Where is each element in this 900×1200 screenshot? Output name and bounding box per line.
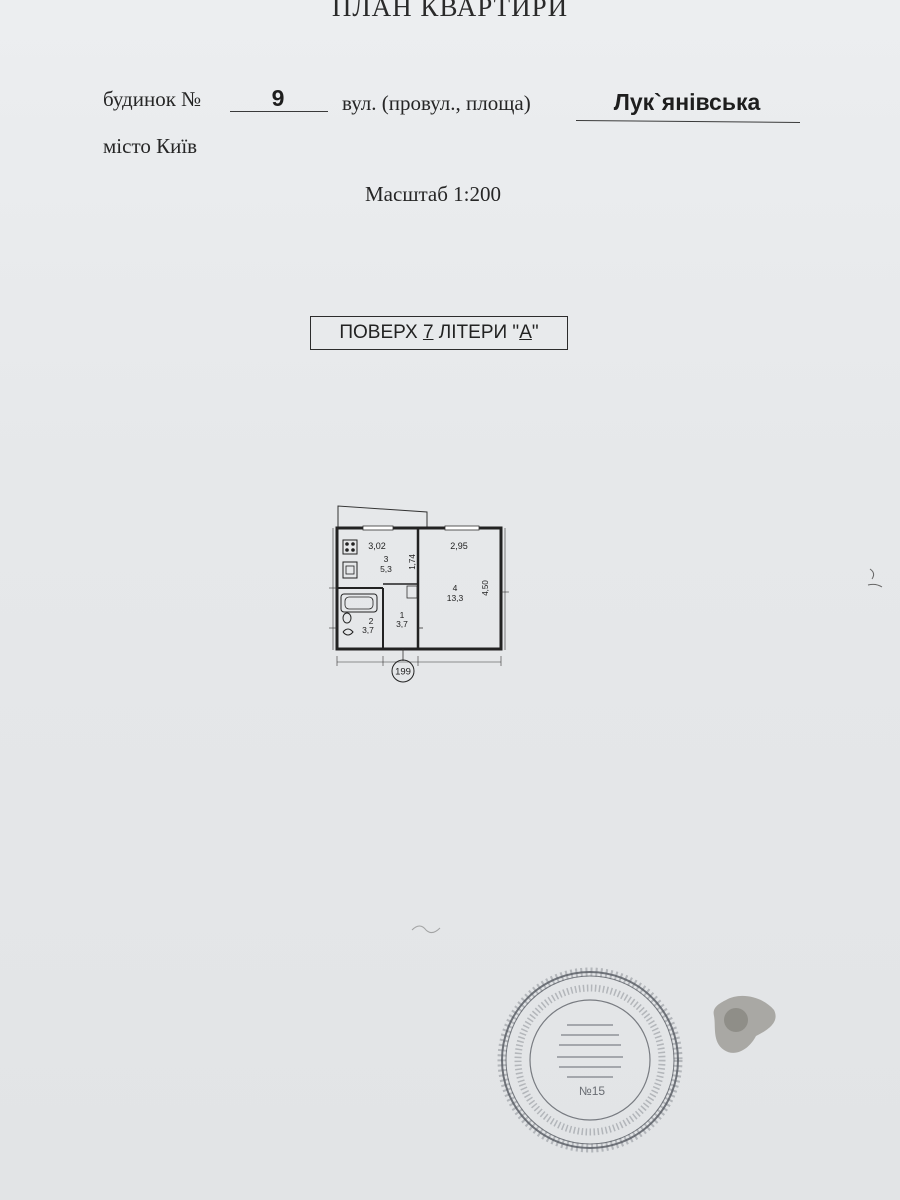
door-mark [406, 585, 418, 599]
floor-suffix: " [531, 322, 539, 343]
pencil-mark [867, 568, 883, 588]
window [444, 525, 480, 531]
room-number: 1 [400, 610, 405, 620]
room-area: 3,7 [362, 625, 374, 635]
house-number: 9 [271, 85, 285, 111]
dimension-label: 4,50 [481, 580, 490, 596]
street-name-line [575, 120, 801, 123]
apartment-number: 199 [395, 667, 411, 678]
dimension-label: 2,95 [450, 541, 468, 551]
window [362, 525, 394, 531]
official-seal: №15 [497, 967, 683, 1153]
floor-prefix: ПОВЕРХ [339, 322, 423, 343]
seal-number: №15 [579, 1084, 606, 1098]
room-area: 3,7 [396, 619, 408, 629]
dimension-label: 3,02 [368, 541, 386, 551]
toilet-icon [342, 612, 352, 624]
room-number: 2 [369, 616, 374, 626]
house-number-line [230, 111, 328, 112]
pencil-mark [411, 925, 441, 934]
floor-middle: ЛІТЕРИ " [433, 322, 520, 343]
city: місто Київ [103, 134, 198, 158]
street-name: Лук`янівська [613, 89, 761, 115]
floor-letter: А [519, 322, 532, 343]
stove-icon [342, 539, 358, 555]
room-number: 3 [384, 554, 389, 564]
sink-icon [342, 561, 358, 579]
balcony [337, 505, 428, 528]
bathtub-icon [340, 593, 378, 613]
scale: Масштаб 1:200 [365, 182, 502, 206]
room-area: 5,3 [380, 564, 392, 574]
room-area: 13,3 [447, 593, 464, 603]
floor-number: 7 [422, 322, 434, 343]
floor-plan: 3,02 2,95 1,74 4,50 1 3,7 2 3,7 3 5,3 4 … [329, 505, 509, 683]
floor-box: ПОВЕРХ 7 ЛІТЕРИ " А " [310, 316, 568, 350]
dimension-label: 1,74 [408, 554, 417, 570]
washbasin-icon [342, 628, 354, 636]
room-number: 4 [453, 583, 458, 593]
house-label: будинок № [103, 87, 202, 111]
street-label: вул. (провул., площа) [342, 91, 531, 115]
stain [713, 995, 776, 1053]
apartment-number-circle [391, 659, 415, 683]
document-title: ПЛАН КВАРТИРИ [331, 0, 569, 22]
